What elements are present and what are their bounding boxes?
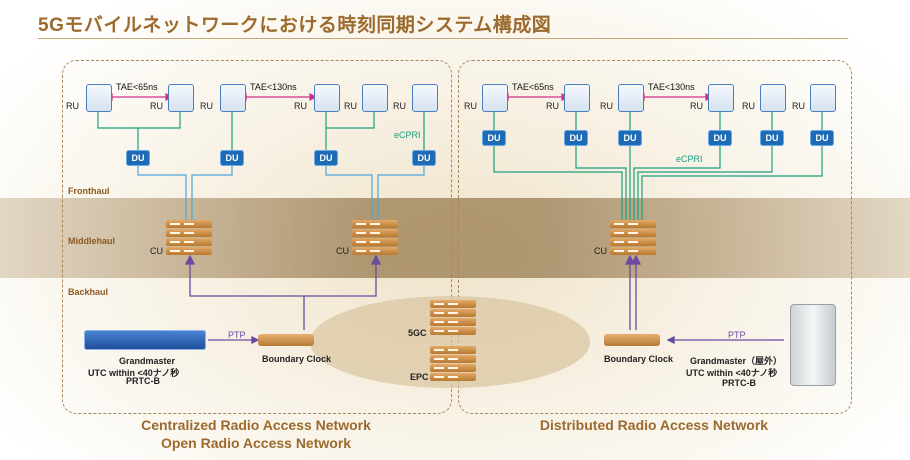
ru-icon xyxy=(618,84,644,112)
du-box: DU xyxy=(220,150,244,166)
ru-label: RU xyxy=(200,101,213,111)
ru-icon xyxy=(362,84,388,112)
ecpri-links-right xyxy=(493,112,823,220)
distributed-ran-panel xyxy=(458,60,852,414)
centralized-ran-panel xyxy=(62,60,452,414)
ru-icon xyxy=(760,84,786,112)
page-title: 5Gモバイルネットワークにおける時刻同期システム構成図 xyxy=(38,15,552,36)
cu-server-icon xyxy=(166,220,212,256)
outdoor-grandmaster-icon xyxy=(790,304,836,386)
du-box: DU xyxy=(412,150,436,166)
du-box: DU xyxy=(564,130,588,146)
title-divider xyxy=(38,38,848,39)
tae-65-label: TAE<65ns xyxy=(512,82,554,92)
ru-icon xyxy=(220,84,246,112)
du-box: DU xyxy=(314,150,338,166)
cu-label: CU xyxy=(150,246,163,256)
ru-label: RU xyxy=(464,101,477,111)
ru-icon xyxy=(564,84,590,112)
grandmaster-left-line3: PRTC-B xyxy=(126,376,160,386)
middlehaul-label: Middlehaul xyxy=(68,236,115,246)
epc-server-icon xyxy=(430,346,476,382)
middlehaul-band xyxy=(0,198,910,278)
distributed-ran-title: Distributed Radio Access Network xyxy=(539,417,769,433)
ru-label: RU xyxy=(690,101,703,111)
ru-icon xyxy=(412,84,438,112)
grandmaster-right-line1: Grandmaster（屋外） xyxy=(690,356,783,366)
tae-130-label: TAE<130ns xyxy=(648,82,695,92)
boundary-clock-label: Boundary Clock xyxy=(604,354,674,364)
5gc-label: 5GC xyxy=(408,328,427,338)
cu-server-icon xyxy=(610,220,656,256)
grandmaster-left-line2: UTC within <40ナノ秒 xyxy=(88,368,180,378)
open-ran-title: Open Radio Access Network xyxy=(160,435,352,451)
ru-label: RU xyxy=(393,101,406,111)
cu-server-icon xyxy=(352,220,398,256)
ru-icon xyxy=(482,84,508,112)
ptp-label: PTP xyxy=(228,330,246,340)
centralized-ran-caption: Centralized Radio Access Network Open Ra… xyxy=(62,416,450,452)
ru-icon xyxy=(810,84,836,112)
tae-130-label: TAE<130ns xyxy=(250,82,297,92)
du-box: DU xyxy=(708,130,732,146)
grandmaster-right-line3: PRTC-B xyxy=(722,378,756,388)
ru-icon xyxy=(314,84,340,112)
ru-icon xyxy=(86,84,112,112)
centralized-ran-title: Centralized Radio Access Network xyxy=(141,417,371,433)
backhaul-label: Backhaul xyxy=(68,287,109,297)
ru-icon xyxy=(708,84,734,112)
du-box: DU xyxy=(810,130,834,146)
du-box: DU xyxy=(482,130,506,146)
grandmaster-left-line1: Grandmaster xyxy=(118,356,176,366)
ru-label: RU xyxy=(344,101,357,111)
grandmaster-right-line2: UTC within <40ナノ秒 xyxy=(686,368,778,378)
boundary-clock-icon xyxy=(604,334,660,346)
cu-label: CU xyxy=(594,246,607,256)
ru-label: RU xyxy=(600,101,613,111)
ptp-links xyxy=(184,254,784,345)
boundary-clock-icon xyxy=(258,334,314,346)
grandmaster-device-icon xyxy=(84,330,206,350)
ecpri-links-left xyxy=(97,112,425,150)
ru-label: RU xyxy=(294,101,307,111)
epc-label: EPC xyxy=(410,372,429,382)
core-network-ellipse xyxy=(310,296,590,388)
du-box: DU xyxy=(126,150,150,166)
ru-label: RU xyxy=(792,101,805,111)
ru-icon xyxy=(168,84,194,112)
du-box: DU xyxy=(760,130,784,146)
ru-label: RU xyxy=(66,101,79,111)
ru-label: RU xyxy=(150,101,163,111)
ru-label: RU xyxy=(546,101,559,111)
ptp-label: PTP xyxy=(728,330,746,340)
ecpri-label: eCPRI xyxy=(676,154,703,164)
du-box: DU xyxy=(618,130,642,146)
cu-label: CU xyxy=(336,246,349,256)
ecpri-label: eCPRI xyxy=(394,130,421,140)
boundary-clock-label: Boundary Clock xyxy=(262,354,332,364)
tae-65-label: TAE<65ns xyxy=(116,82,158,92)
midhaul-links-left xyxy=(137,166,425,220)
fronthaul-label: Fronthaul xyxy=(68,186,110,196)
ru-label: RU xyxy=(742,101,755,111)
5gc-server-icon xyxy=(430,300,476,336)
